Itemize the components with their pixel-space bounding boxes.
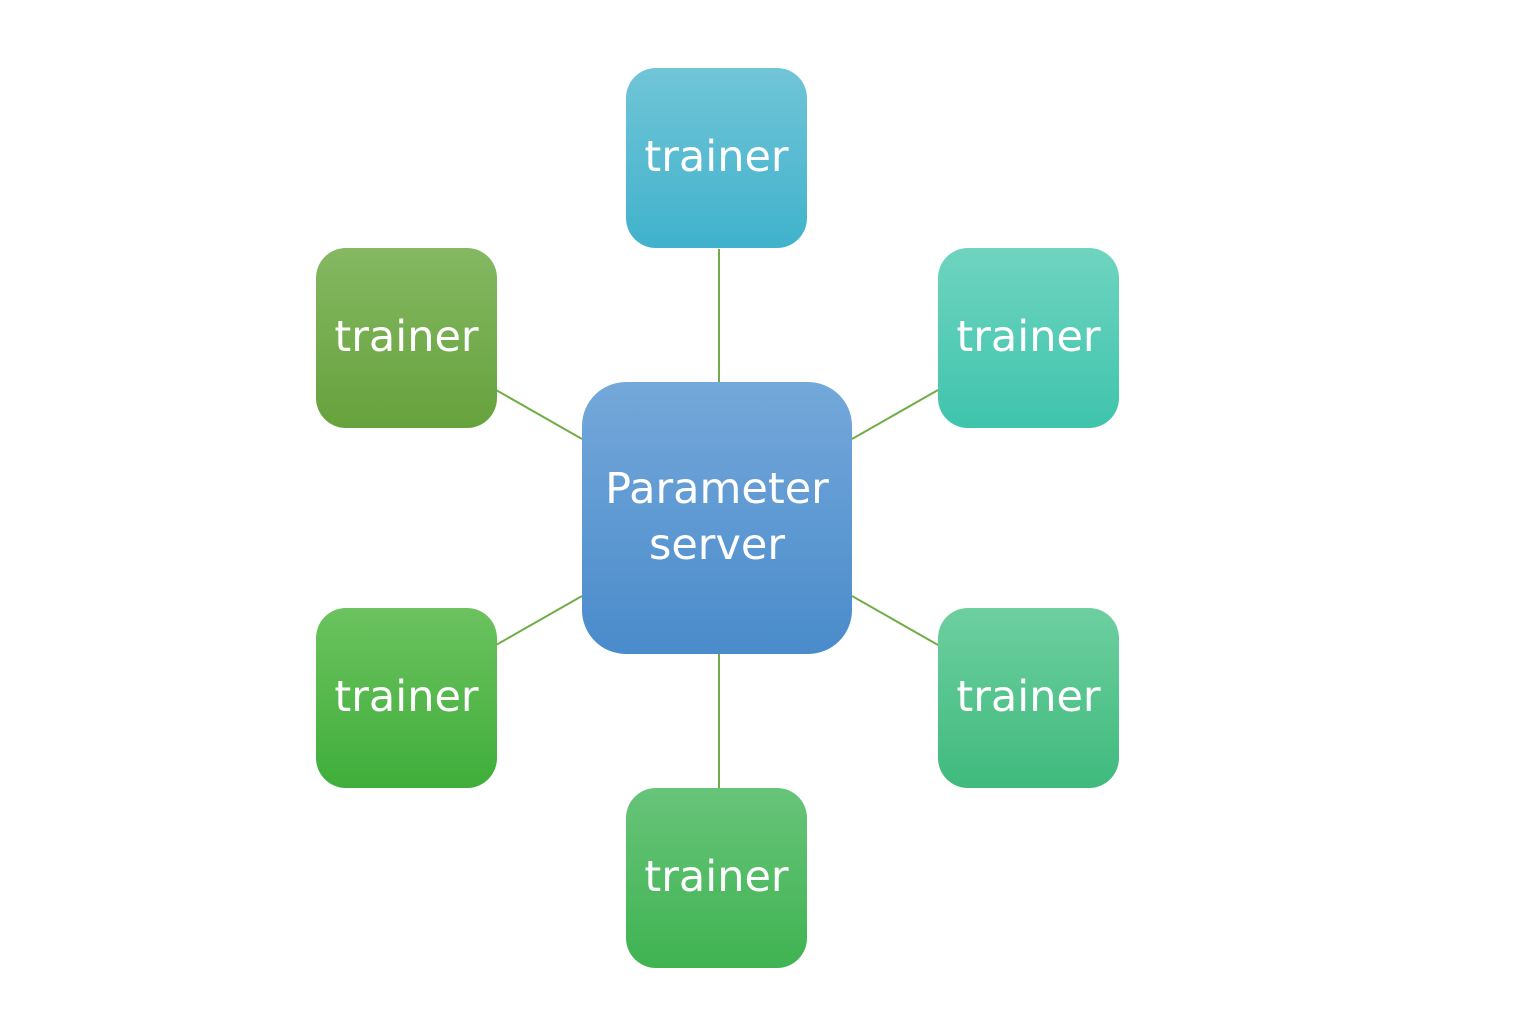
trainer-label: trainer: [644, 852, 789, 903]
connector-bottom-right: [851, 595, 939, 646]
trainer-node-bottom-left: trainer: [316, 608, 497, 788]
trainer-node-top-left: trainer: [316, 248, 497, 428]
trainer-node-top: trainer: [626, 68, 807, 248]
trainer-label: trainer: [956, 672, 1101, 723]
trainer-label: trainer: [644, 132, 789, 183]
connector-bottom-left: [495, 595, 583, 646]
trainer-label: trainer: [334, 672, 479, 723]
trainer-label: trainer: [334, 312, 479, 363]
trainer-node-top-right: trainer: [938, 248, 1119, 428]
parameter-server-node: Parameter server: [582, 382, 852, 654]
parameter-server-label: Parameter server: [605, 464, 829, 570]
trainer-node-bottom-right: trainer: [938, 608, 1119, 788]
trainer-label: trainer: [956, 312, 1101, 363]
trainer-node-bottom: trainer: [626, 788, 807, 968]
connector-top-right: [851, 389, 939, 440]
connector-top-left: [495, 389, 583, 440]
